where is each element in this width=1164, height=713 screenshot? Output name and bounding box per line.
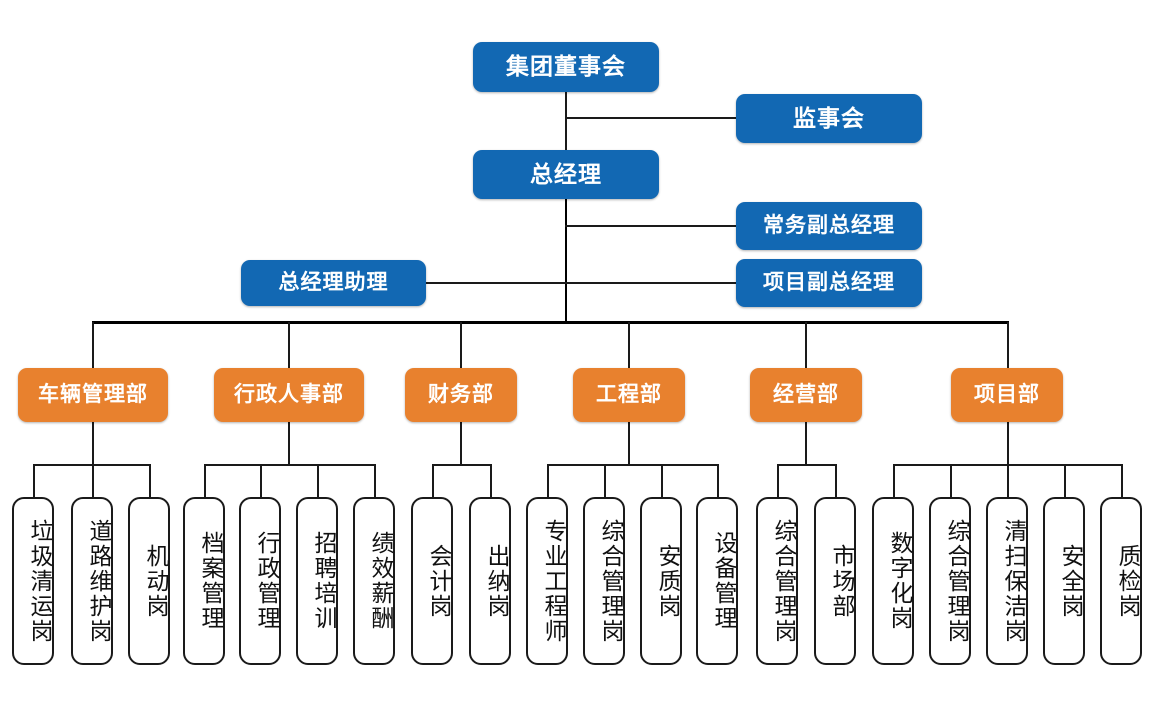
connector-g1-stem — [92, 422, 94, 465]
connector-g2-leaf-3 — [317, 464, 319, 498]
connector-gm-trunk — [565, 198, 567, 324]
connector-gm-assistant — [425, 282, 566, 284]
node-position-cashier[interactable]: 出纳岗 — [469, 497, 511, 665]
node-position-road-maintenance[interactable]: 道路维护岗 — [71, 497, 113, 665]
connector-g2-leaf-1 — [204, 464, 206, 498]
connector-g5-bar — [777, 464, 837, 466]
connector-g5-stem — [805, 422, 807, 465]
node-position-professional-engineer[interactable]: 专业工程师 — [526, 497, 568, 665]
connector-project-deputy-gm — [565, 282, 737, 284]
connector-g1-leaf-1 — [33, 464, 35, 498]
connector-g5-leaf-2 — [835, 464, 837, 498]
node-department-engineering[interactable]: 工程部 — [573, 368, 685, 422]
connector-department-bus — [92, 321, 1009, 324]
connector-dept-drop-1 — [92, 322, 94, 369]
node-department-admin-hr[interactable]: 行政人事部 — [214, 368, 364, 422]
connector-g4-leaf-4 — [717, 464, 719, 498]
connector-g3-bar — [432, 464, 492, 466]
node-department-vehicle-management[interactable]: 车辆管理部 — [18, 368, 168, 422]
node-position-market-department[interactable]: 市场部 — [814, 497, 856, 665]
connector-g2-leaf-2 — [260, 464, 262, 498]
node-position-archive-management[interactable]: 档案管理 — [183, 497, 225, 665]
node-position-digitalization[interactable]: 数字化岗 — [872, 497, 914, 665]
connector-g6-leaf-1 — [893, 464, 895, 498]
connector-g3-leaf-2 — [490, 464, 492, 498]
node-position-project-general-management[interactable]: 综合管理岗 — [929, 497, 971, 665]
node-supervisory-board[interactable]: 监事会 — [736, 94, 922, 143]
connector-g4-bar — [547, 464, 719, 466]
connector-g4-leaf-2 — [604, 464, 606, 498]
node-position-equipment-management[interactable]: 设备管理 — [696, 497, 738, 665]
connector-g4-leaf-1 — [547, 464, 549, 498]
node-position-quality-inspection[interactable]: 质检岗 — [1100, 497, 1142, 665]
connector-dept-drop-3 — [460, 322, 462, 369]
connector-g2-stem — [288, 422, 290, 465]
connector-g6-leaf-2 — [950, 464, 952, 498]
connector-g6-leaf-3 — [1007, 464, 1009, 498]
node-department-finance[interactable]: 财务部 — [405, 368, 517, 422]
connector-g4-stem — [628, 422, 630, 465]
connector-g2-bar — [204, 464, 376, 466]
connector-g1-leaf-2 — [92, 464, 94, 498]
connector-g6-stem — [1007, 422, 1009, 465]
connector-g5-leaf-1 — [777, 464, 779, 498]
node-position-cleaning-sanitation[interactable]: 清扫保洁岗 — [986, 497, 1028, 665]
node-executive-deputy-gm[interactable]: 常务副总经理 — [736, 202, 922, 250]
node-position-flexible-duty[interactable]: 机动岗 — [128, 497, 170, 665]
connector-executive-deputy-gm — [565, 225, 737, 227]
node-position-recruitment-training[interactable]: 招聘培训 — [296, 497, 338, 665]
node-position-safety[interactable]: 安全岗 — [1043, 497, 1085, 665]
node-position-accounting[interactable]: 会计岗 — [411, 497, 453, 665]
node-position-performance-compensation[interactable]: 绩效薪酬 — [353, 497, 395, 665]
connector-board-trunk — [565, 92, 567, 160]
node-department-operations[interactable]: 经营部 — [750, 368, 862, 422]
connector-g3-stem — [460, 422, 462, 465]
connector-g6-leaf-5 — [1121, 464, 1123, 498]
node-position-operations-general-management[interactable]: 综合管理岗 — [756, 497, 798, 665]
node-position-administrative-management[interactable]: 行政管理 — [239, 497, 281, 665]
connector-g2-leaf-4 — [374, 464, 376, 498]
node-general-manager[interactable]: 总经理 — [473, 150, 659, 199]
connector-g3-leaf-1 — [432, 464, 434, 498]
connector-g4-leaf-3 — [661, 464, 663, 498]
connector-dept-drop-4 — [628, 322, 630, 369]
node-position-safety-quality[interactable]: 安质岗 — [640, 497, 682, 665]
connector-g1-leaf-3 — [149, 464, 151, 498]
node-gm-assistant[interactable]: 总经理助理 — [241, 260, 426, 306]
connector-g6-leaf-4 — [1064, 464, 1066, 498]
connector-dept-drop-6 — [1007, 322, 1009, 369]
node-department-project[interactable]: 项目部 — [951, 368, 1063, 422]
node-project-deputy-gm[interactable]: 项目副总经理 — [736, 259, 922, 307]
connector-dept-drop-5 — [805, 322, 807, 369]
node-position-waste-transport[interactable]: 垃圾清运岗 — [12, 497, 54, 665]
connector-supervisory-board — [565, 117, 737, 119]
node-group-board[interactable]: 集团董事会 — [473, 42, 659, 92]
connector-dept-drop-2 — [288, 322, 290, 369]
node-position-engineering-general-management[interactable]: 综合管理岗 — [583, 497, 625, 665]
